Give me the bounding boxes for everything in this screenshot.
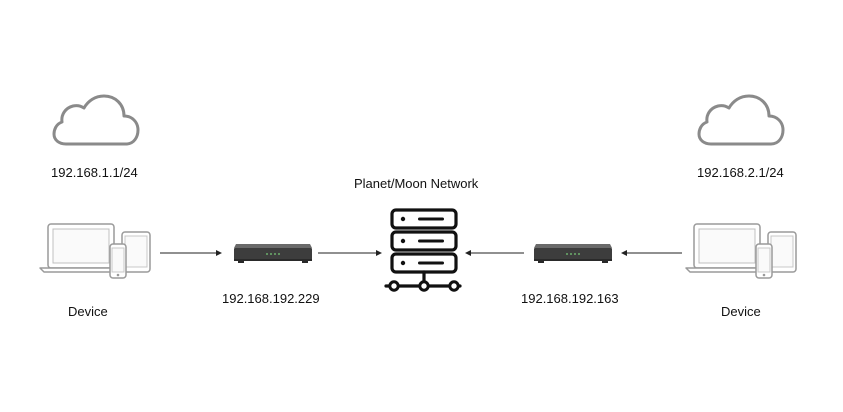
left-subnet-label: 192.168.1.1/24 [51,165,138,180]
arrow-router-to-server-left [318,250,382,256]
right-router-ip: 192.168.192.163 [521,291,619,306]
right-router-icon [534,244,612,263]
arrow-router-to-server-right [465,250,524,256]
left-device-icon [39,223,151,279]
right-device-label: Device [721,304,761,319]
left-device-label: Device [68,304,108,319]
arrow-device-to-router-right [621,250,682,256]
server-network-icon [384,208,462,292]
left-router-ip: 192.168.192.229 [222,291,320,306]
right-device-icon [685,223,797,279]
left-router-icon [234,244,312,263]
arrow-device-to-router-left [160,250,222,256]
left-cloud-icon [52,94,140,146]
network-title: Planet/Moon Network [354,176,479,191]
right-subnet-label: 192.168.2.1/24 [697,165,784,180]
right-cloud-icon [697,94,785,146]
